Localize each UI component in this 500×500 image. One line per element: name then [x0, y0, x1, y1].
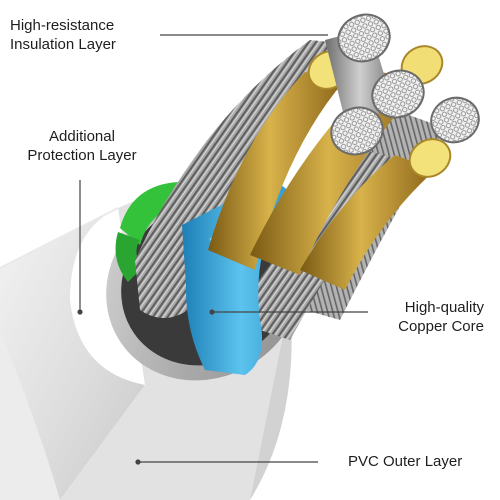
silver-conductor-tips: [325, 13, 480, 156]
label-insulation-line1: High-resistance: [10, 17, 115, 34]
label-insulation-layer: High-resistance Insulation Layer: [10, 16, 116, 54]
leader-lines: [79, 34, 368, 463]
label-pvc-line1: PVC Outer Layer: [348, 453, 463, 470]
label-protection-line2: Protection Layer: [27, 147, 137, 164]
label-copper-line2: Copper Core: [398, 318, 484, 335]
leader-dots: [77, 309, 215, 465]
label-protection-line1: Additional: [49, 128, 115, 145]
green-protection-layer: [115, 182, 182, 282]
label-copper-line1: High-quality: [404, 299, 484, 316]
label-pvc-outer-layer: PVC Outer Layer: [348, 452, 462, 471]
label-insulation-line2: Insulation Layer: [10, 36, 116, 53]
label-protection-layer: Additional Protection Layer: [18, 127, 146, 165]
label-copper-core: High-quality Copper Core: [356, 298, 484, 336]
